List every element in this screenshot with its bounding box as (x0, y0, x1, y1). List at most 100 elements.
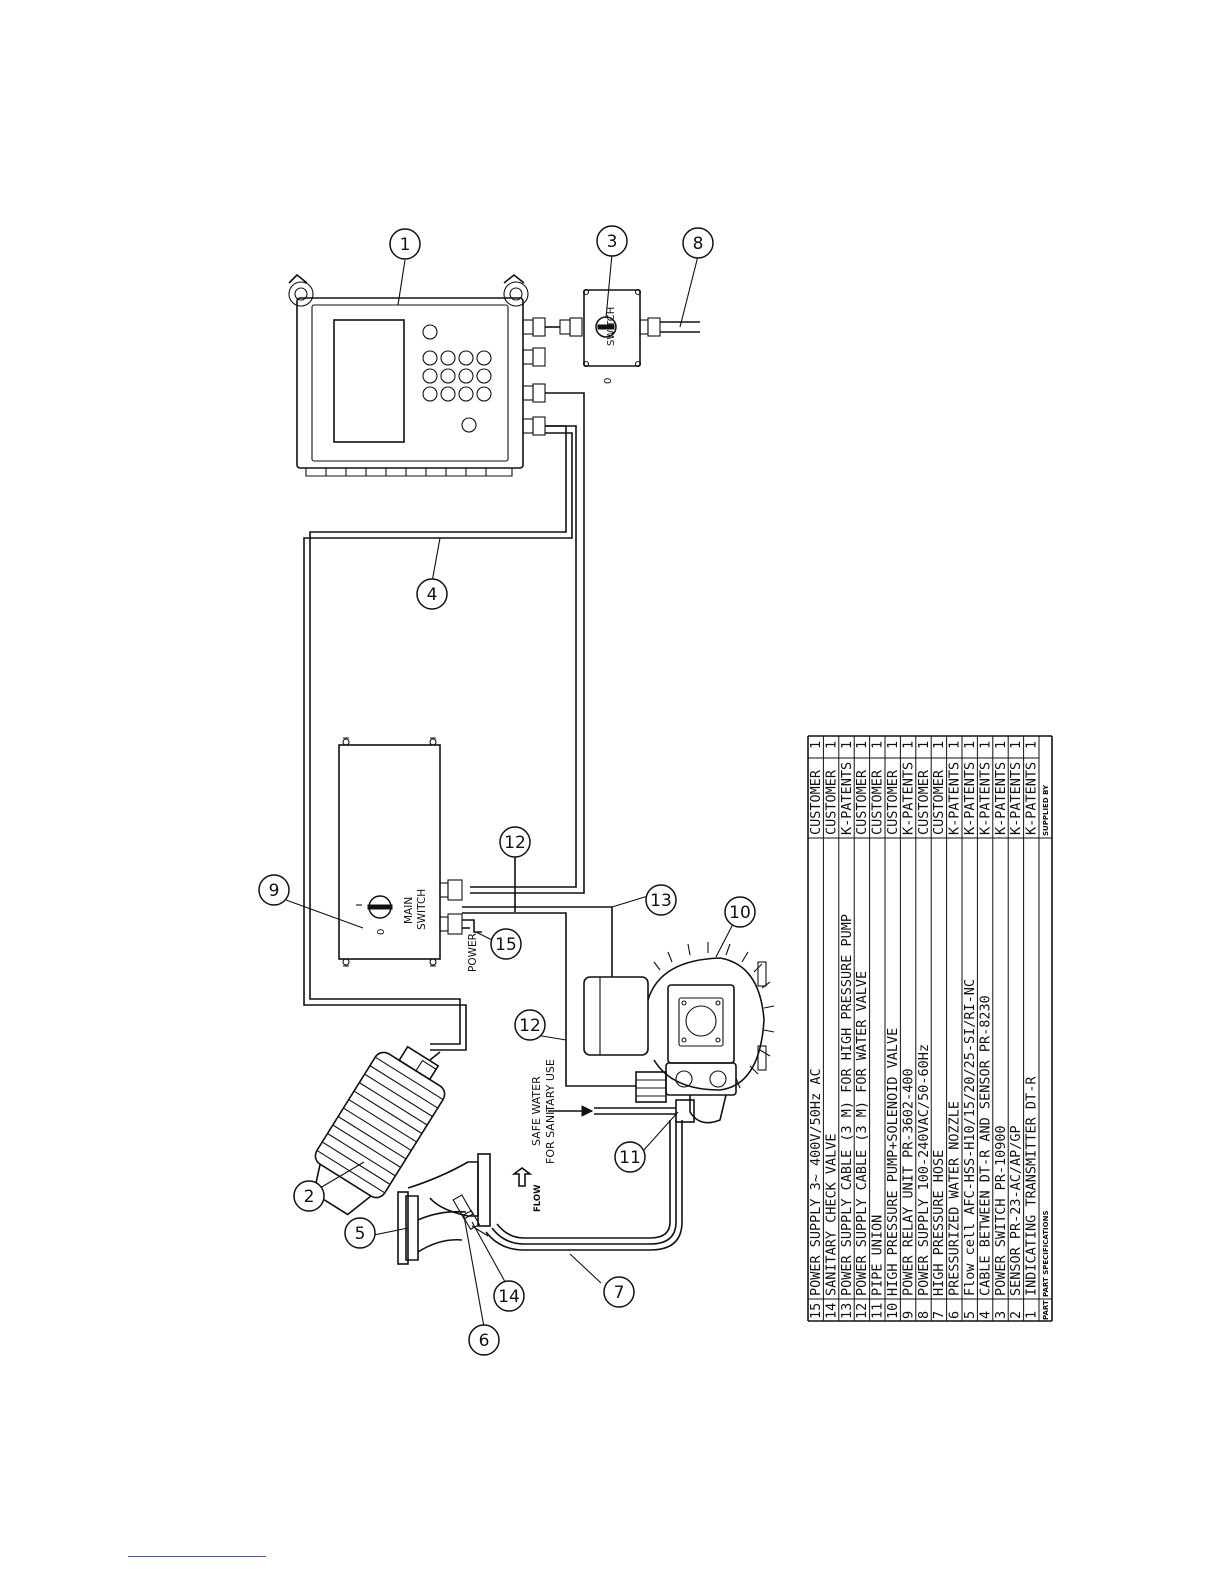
svg-text:5: 5 (355, 1224, 366, 1244)
callout-2: 2 (293, 1180, 325, 1212)
callout-12-bottom: 12 (514, 1009, 546, 1041)
leader-lines (285, 253, 734, 1328)
table-cell-supplier: CUSTOMER (916, 769, 932, 835)
power-switch-box: SWITCH 0 (545, 288, 700, 384)
table-cell-qty: 1 (947, 741, 963, 749)
table-cell-qty: 1 (1024, 741, 1040, 749)
table-cell-description: SENSOR PR-23-AC/AP/GP (1008, 1125, 1024, 1296)
table-cell-qty: 1 (916, 741, 932, 749)
svg-text:15: 15 (495, 935, 517, 955)
svg-text:3: 3 (607, 232, 618, 252)
table-cell-part-no: 11 (870, 1303, 886, 1319)
table-cell-part-no: 4 (977, 1311, 993, 1319)
table-cell-supplier: CUSTOMER (823, 769, 839, 835)
table-cell-description: PIPE UNION (870, 1215, 886, 1296)
callout-14: 14 (493, 1280, 525, 1312)
table-cell-description: POWER SUPPLY 3~ 400V/50Hz AC (808, 1068, 824, 1296)
table-cell-description: Flow cell AFC-HSS-H10/15/20/25-SI/RI-NC (962, 979, 978, 1296)
table-cell-supplier: K-PATENTS (839, 762, 855, 835)
table-cell-qty: 1 (900, 741, 916, 749)
table-cell-part-no: 5 (962, 1311, 978, 1319)
table-cell-part-no: 6 (947, 1311, 963, 1319)
table-cell-description: POWER SUPPLY 100-240VAC/50-60Hz (916, 1044, 932, 1296)
table-cell-description: POWER SUPPLY CABLE (3 M) FOR HIGH PRESSU… (839, 914, 855, 1296)
svg-text:1: 1 (400, 235, 411, 255)
table-cell-supplier: K-PATENTS (1008, 762, 1024, 835)
callout-11: 11 (614, 1141, 646, 1173)
footer-link-underline (128, 1556, 266, 1557)
table-cell-description: SANITARY CHECK VALVE (823, 1133, 839, 1296)
table-cell-qty: 1 (854, 741, 870, 749)
callout-4: 4 (416, 578, 448, 610)
table-cell-qty: 1 (931, 741, 947, 749)
svg-text:6: 6 (479, 1331, 490, 1351)
flow-label: FLOW (533, 1184, 543, 1212)
svg-text:11: 11 (619, 1148, 641, 1168)
callout-7: 7 (603, 1276, 635, 1308)
table-footer-supplied: SUPPLIED BY (1042, 784, 1050, 836)
table-cell-supplier: CUSTOMER (808, 769, 824, 835)
table-cell-supplier: K-PATENTS (962, 762, 978, 835)
table-cell-part-no: 8 (916, 1311, 932, 1319)
table-cell-supplier: CUSTOMER (885, 769, 901, 835)
table-cell-description: POWER RELAY UNIT PR-3602-400 (900, 1068, 916, 1296)
svg-text:2: 2 (304, 1187, 315, 1207)
table-cell-supplier: K-PATENTS (947, 762, 963, 835)
table-footer-part: PART (1042, 1300, 1050, 1320)
svg-text:9: 9 (269, 881, 280, 901)
table-cell-description: CABLE BETWEEN DT-R AND SENSOR PR-8230 (977, 995, 993, 1296)
table-cell-part-no: 2 (1008, 1311, 1024, 1319)
table-cell-qty: 1 (885, 741, 901, 749)
table-cell-part-no: 7 (931, 1311, 947, 1319)
table-cell-supplier: K-PATENTS (977, 762, 993, 835)
table-cell-part-no: 12 (854, 1303, 870, 1319)
callout-9: 9 (258, 874, 290, 906)
callout-10: 10 (724, 896, 756, 928)
main-switch-label-1: MAIN (403, 897, 415, 924)
table-cell-description: INDICATING TRANSMITTER DT-R (1024, 1076, 1040, 1296)
callout-3: 3 (596, 225, 628, 257)
high-pressure-pump (583, 942, 775, 1124)
table-cell-qty: 1 (823, 741, 839, 749)
callout-6: 6 (468, 1324, 500, 1356)
svg-text:10: 10 (729, 903, 751, 923)
svg-text:8: 8 (693, 234, 704, 254)
table-cell-supplier: K-PATENTS (900, 762, 916, 835)
table-cell-part-no: 13 (839, 1303, 855, 1319)
main-switch-label-2: SWITCH (416, 889, 428, 930)
main-switch-zero: 0 (376, 929, 387, 935)
table-cell-supplier: K-PATENTS (1024, 762, 1040, 835)
svg-text:4: 4 (427, 585, 438, 605)
svg-text:14: 14 (498, 1287, 520, 1307)
table-cell-qty: 1 (808, 741, 824, 749)
table-cell-part-no: 9 (900, 1311, 916, 1319)
sensor-and-flow-cell: FLOW (312, 1045, 543, 1265)
callout-15: 15 (490, 928, 522, 960)
svg-text:7: 7 (614, 1283, 625, 1303)
callout-13: 13 (645, 884, 677, 916)
table-cell-part-no: 10 (885, 1303, 901, 1319)
callout-12-top: 12 (499, 826, 531, 858)
table-cell-qty: 1 (993, 741, 1009, 749)
indicating-transmitter (288, 273, 546, 477)
callout-1: 1 (389, 228, 421, 260)
table-cell-qty: 1 (1008, 741, 1024, 749)
table-cell-description: PRESSURIZED WATER NOZZLE (947, 1101, 963, 1296)
table-cell-part-no: 1 (1024, 1311, 1040, 1319)
power-relay-unit: 0 MAIN SWITCH POWER (338, 737, 482, 972)
table-cell-supplier: CUSTOMER (931, 769, 947, 835)
safe-water-inlet: SAFE WATER FOR SANITARY USE (530, 1059, 676, 1164)
callout-8: 8 (682, 227, 714, 259)
table-cell-part-no: 14 (823, 1303, 839, 1319)
high-pressure-hose (485, 1120, 683, 1251)
safe-water-label-1: SAFE WATER (530, 1076, 543, 1146)
table-footer-spec: PART SPECIFICATIONS (1042, 1210, 1050, 1297)
table-cell-description: POWER SUPPLY CABLE (3 M) FOR WATER VALVE (854, 971, 870, 1296)
table-cell-supplier: K-PATENTS (993, 762, 1009, 835)
table-cell-qty: 1 (870, 741, 886, 749)
pump-cables (462, 855, 636, 1087)
table-cell-description: HIGH PRESSURE HOSE (931, 1150, 947, 1296)
table-cell-qty: 1 (977, 741, 993, 749)
table-cell-part-no: 15 (808, 1303, 824, 1319)
